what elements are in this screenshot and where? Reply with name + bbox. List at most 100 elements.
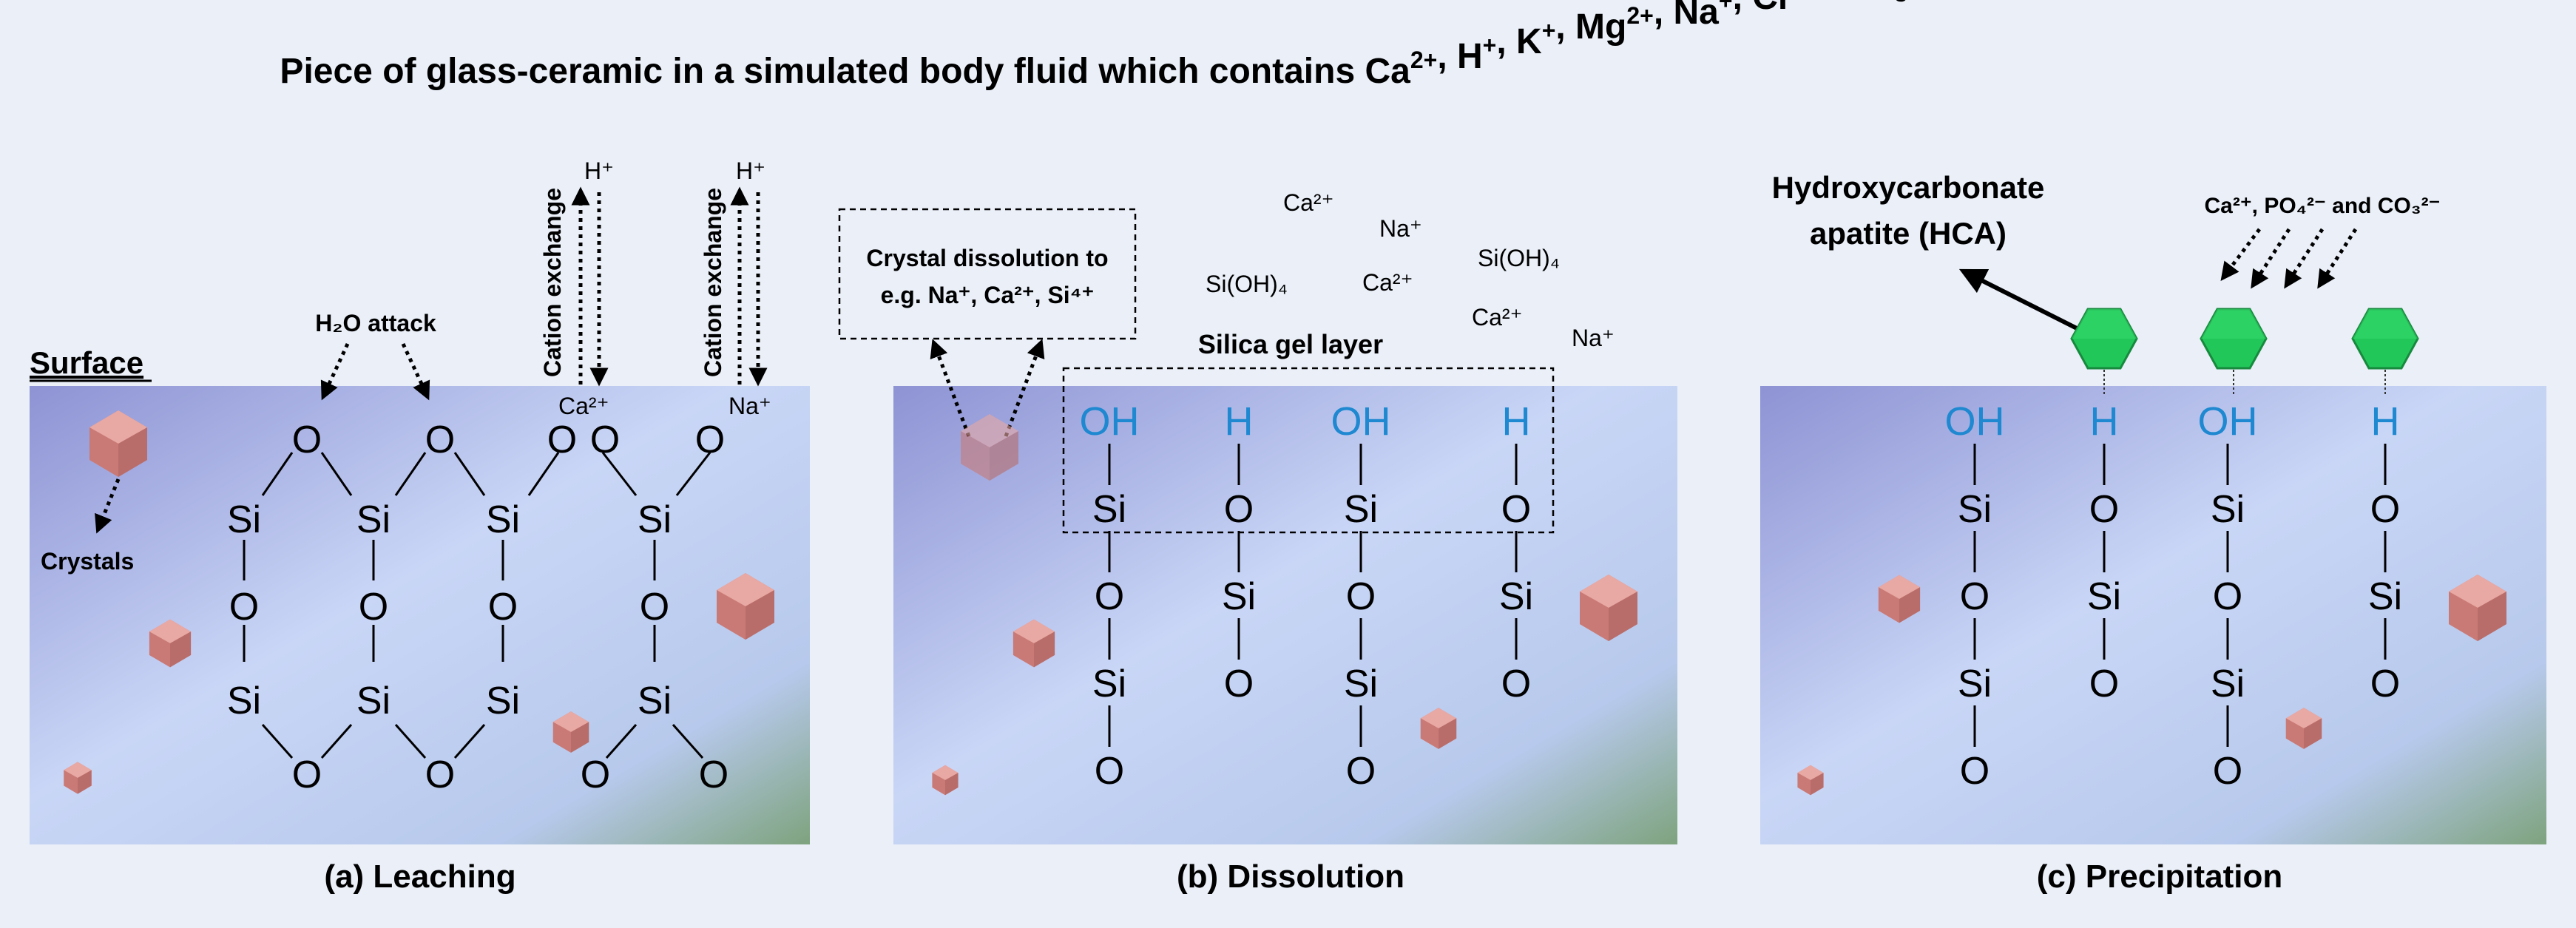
atom-o: O <box>581 753 610 796</box>
hydrogen-atom: H <box>2090 399 2119 444</box>
title-prefix: Piece of glass-ceramic in a simulated bo… <box>280 52 1365 91</box>
ion-na: Na⁺ <box>1572 325 1615 351</box>
incoming-arrow <box>2251 228 2291 289</box>
atom-si: Si <box>227 680 261 722</box>
atom-si: Si <box>1499 575 1533 618</box>
atom-si: Si <box>1222 575 1256 618</box>
title-ion-sup: + <box>1719 0 1733 14</box>
title-ion: Cl <box>1752 0 1788 17</box>
atom-si: Si <box>1344 488 1378 531</box>
atom-si: Si <box>1092 663 1126 705</box>
crystal-icon <box>961 414 1018 481</box>
atom-si: Si <box>486 498 520 541</box>
h-plus-1: H⁺ <box>584 158 614 184</box>
hydrogen-atom: H <box>1502 399 1531 444</box>
title-ion: H <box>1457 37 1483 76</box>
atom-si: Si <box>356 680 391 722</box>
crystal-icon <box>1797 765 1824 796</box>
ion-ca: Ca²⁺ <box>1472 304 1522 331</box>
title-ion: Ca <box>1365 52 1410 91</box>
na-ion-surface: Na⁺ <box>728 393 771 419</box>
atom-o: O <box>1346 750 1376 793</box>
title-ion: K <box>1516 22 1542 61</box>
atom-o: O <box>1346 575 1376 618</box>
hydroxyl-group: OH <box>2198 399 2258 444</box>
cation-exchange-2: Cation exchange <box>700 188 726 377</box>
atom-si: Si <box>356 498 391 541</box>
atom-o: O <box>1501 663 1531 705</box>
atom-si: Si <box>638 680 672 722</box>
crystal-icon <box>1878 575 1921 623</box>
hca-label-line2: apatite (HCA) <box>1810 216 2007 251</box>
crystal-icon <box>89 410 147 477</box>
crystal-icon <box>1420 708 1457 749</box>
crystal-dissolution-line1: Crystal dissolution to <box>866 245 1108 271</box>
incoming-arrow <box>2317 228 2358 289</box>
ca-ion-surface: Ca²⁺ <box>558 393 609 419</box>
silica-gel-label: Silica gel layer <box>1198 329 1383 359</box>
ion-ca: Ca²⁺ <box>1283 189 1333 216</box>
atom-si: Si <box>2211 488 2245 531</box>
h2o-arrow-right <box>401 342 430 401</box>
h2o-arrow-left <box>320 342 350 401</box>
atom-o: O <box>2213 575 2242 618</box>
crystals-arrow <box>95 478 121 534</box>
hca-arrow <box>1958 268 2080 331</box>
hydroxyl-group: OH <box>1331 399 1391 444</box>
hca-hexagon-icon <box>2070 308 2138 370</box>
atom-o: O <box>590 419 620 461</box>
ion-sioh4: Si(OH)₄ <box>1206 271 1288 297</box>
hca-hexagon-icon <box>2200 308 2268 370</box>
h-plus-2: H⁺ <box>736 158 765 184</box>
hydrogen-atom: H <box>2371 399 2400 444</box>
title-ion-sup: 2+ <box>1410 47 1437 73</box>
atom-si: Si <box>1092 488 1126 531</box>
ion-sioh4: Si(OH)₄ <box>1478 245 1560 271</box>
h2o-attack-label: H₂O attack <box>315 310 436 336</box>
incoming-arrow <box>2284 228 2325 289</box>
atom-si: Si <box>1344 663 1378 705</box>
incoming-arrow <box>2220 228 2261 281</box>
title-ion-sup: + <box>1483 32 1497 58</box>
atom-si: Si <box>486 680 520 722</box>
silicate-bonds-a <box>243 452 711 759</box>
crystal-dissolution-line2: e.g. Na⁺, Ca²⁺, Si⁴⁺ <box>881 282 1095 308</box>
crystal-icon <box>1013 619 1055 668</box>
atom-o: O <box>699 753 728 796</box>
panel-a: Surface H₂O attack Cation exchange H⁺ Ca… <box>30 158 810 895</box>
surface-label: Surface <box>30 345 143 380</box>
atom-si: Si <box>2211 663 2245 705</box>
title-ion-sup: 2+ <box>1626 2 1653 29</box>
ion-na: Na⁺ <box>1379 215 1422 242</box>
atom-o: O <box>1095 750 1124 793</box>
crystal-icon <box>552 711 589 753</box>
atom-o: O <box>2370 663 2400 705</box>
diagram-title: Piece of glass-ceramic in a simulated bo… <box>280 0 2295 91</box>
atom-o: O <box>1960 575 1990 618</box>
atom-o: O <box>1095 575 1124 618</box>
atom-si: Si <box>638 498 672 541</box>
crystal-icon <box>149 619 192 668</box>
cation-exchange-1: Cation exchange <box>539 188 566 377</box>
crystal-icon <box>932 765 959 796</box>
glass-block-b <box>893 386 1677 844</box>
atom-o: O <box>2213 750 2242 793</box>
crystal-dissolution-box <box>838 208 1137 340</box>
hydroxyl-group: OH <box>1945 399 2005 444</box>
atom-o: O <box>359 586 388 629</box>
crystal-icon <box>2449 575 2506 641</box>
crystals-label: Crystals <box>41 548 134 575</box>
atom-o: O <box>1960 750 1990 793</box>
atom-si: Si <box>2368 575 2402 618</box>
title-ion-sup: + <box>1542 17 1556 44</box>
hydrogen-atom: H <box>1225 399 1254 444</box>
atom-o: O <box>425 419 455 461</box>
panel-c: Hydroxycarbonate apatite (HCA) Ca²⁺, PO₄… <box>1760 170 2546 895</box>
atom-o: O <box>547 419 577 461</box>
atom-o: O <box>1224 663 1254 705</box>
atom-o: O <box>695 419 725 461</box>
atom-o: O <box>229 586 259 629</box>
atom-o: O <box>425 753 455 796</box>
hydroxyl-group: OH <box>1080 399 1140 444</box>
